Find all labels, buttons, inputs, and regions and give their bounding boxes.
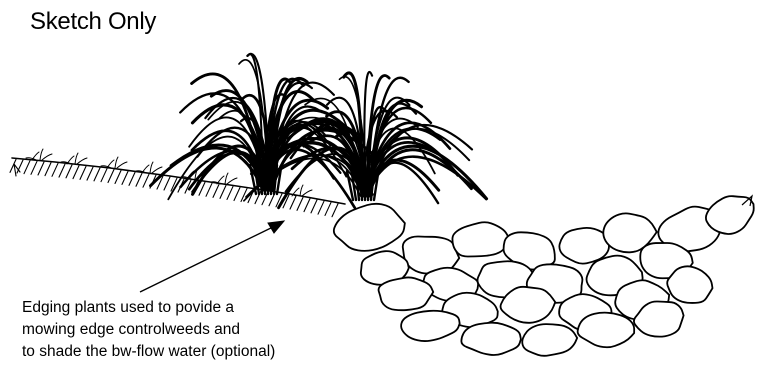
hatch-stroke xyxy=(220,185,226,198)
channel-rock xyxy=(521,322,578,357)
hatch-stroke xyxy=(38,162,44,175)
hatch-stroke xyxy=(80,166,86,179)
hatch-stroke xyxy=(24,161,30,174)
hatch-stroke xyxy=(115,170,121,183)
hatch-stroke xyxy=(45,163,51,176)
hatch-stroke xyxy=(332,204,338,217)
channel-rock xyxy=(400,309,460,342)
channel-rock xyxy=(461,322,521,356)
annotation-line-2: mowing edge controlweeds and xyxy=(22,319,352,341)
hatch-stroke xyxy=(234,188,240,201)
sketch-title: Sketch Only xyxy=(30,8,156,36)
hatch-stroke xyxy=(206,183,212,196)
hatch-stroke xyxy=(143,174,149,187)
hatch-stroke xyxy=(297,197,303,210)
hatch-stroke xyxy=(164,177,170,190)
annotation-line-3: to shade the bw-flow water (optional) xyxy=(22,341,352,363)
hatch-stroke xyxy=(108,170,114,183)
grass-tuft xyxy=(61,153,87,164)
hatch-stroke xyxy=(59,164,65,177)
hatch-stroke xyxy=(94,168,100,181)
grass-base xyxy=(271,165,273,194)
channel-rocks xyxy=(331,188,760,358)
hatch-stroke xyxy=(227,186,233,199)
annotation-text: Edging plants used to povide a mowing ed… xyxy=(22,297,352,363)
hatch-stroke xyxy=(73,166,79,179)
arrow-shaft xyxy=(140,226,275,292)
hatch-stroke xyxy=(136,173,142,186)
hatch-stroke xyxy=(311,200,317,213)
hatch-stroke xyxy=(129,172,135,185)
grass-tuft xyxy=(26,149,52,160)
edging-plants xyxy=(151,54,487,208)
hatch-stroke xyxy=(318,201,324,214)
hatch-stroke xyxy=(17,160,23,173)
annotation-arrow xyxy=(140,221,284,292)
grass-base xyxy=(361,171,363,200)
hatch-stroke xyxy=(101,169,107,182)
channel-rock xyxy=(451,221,510,259)
arrow-head xyxy=(268,221,284,233)
hatch-stroke xyxy=(66,165,72,178)
hatch-stroke xyxy=(14,164,20,176)
hatch-stroke xyxy=(31,161,37,174)
hatch-stroke xyxy=(290,196,296,209)
hatch-stroke xyxy=(213,184,219,197)
channel-rock xyxy=(331,200,408,255)
hatch-stroke xyxy=(122,171,128,184)
annotation-line-1: Edging plants used to povide a xyxy=(22,297,352,319)
grass-tuft xyxy=(101,157,127,168)
hatch-stroke xyxy=(87,167,93,180)
grass-base xyxy=(368,171,370,200)
grass-tuft xyxy=(136,162,162,173)
hatch-stroke xyxy=(304,199,310,212)
hatch-stroke xyxy=(325,202,331,215)
grass-tuft xyxy=(211,173,237,184)
hatch-stroke xyxy=(52,163,58,176)
